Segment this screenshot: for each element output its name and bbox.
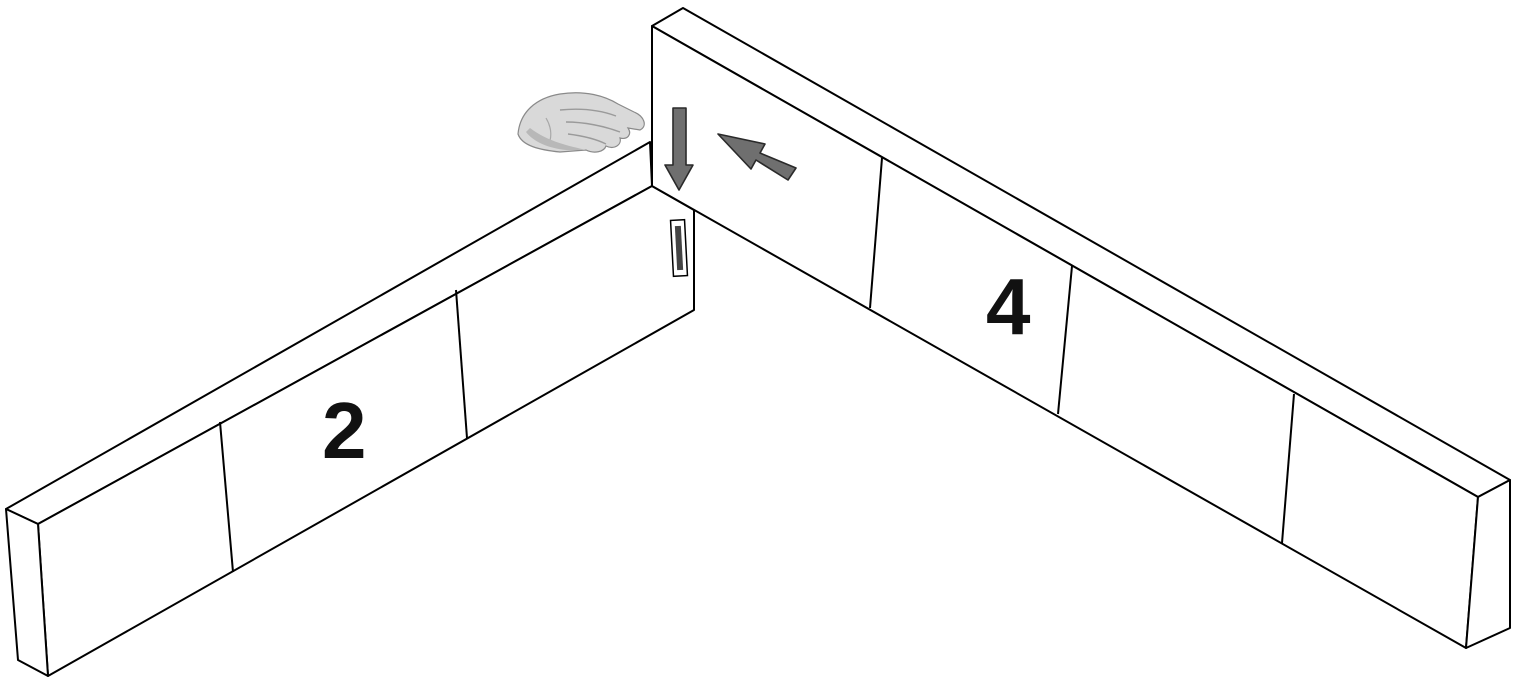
right-board-seam-2 [1057, 265, 1073, 415]
left-board: 2 [5, 141, 695, 677]
right-board-seam-1 [869, 157, 883, 309]
pointing-hand-icon [517, 92, 645, 153]
right-board-number: 4 [986, 262, 1031, 351]
left-board-seam-1 [219, 421, 234, 573]
arrow-up-left-icon [717, 133, 797, 181]
left-board-seam-2 [455, 289, 468, 439]
right-board-end-face [1465, 479, 1511, 649]
left-board-number: 2 [322, 386, 367, 475]
arrow-down-icon [664, 107, 694, 191]
right-board: 4 [651, 7, 1511, 649]
connector-slot-icon [669, 218, 689, 278]
left-board-end-face [5, 508, 49, 677]
right-board-seam-3 [1281, 393, 1295, 544]
